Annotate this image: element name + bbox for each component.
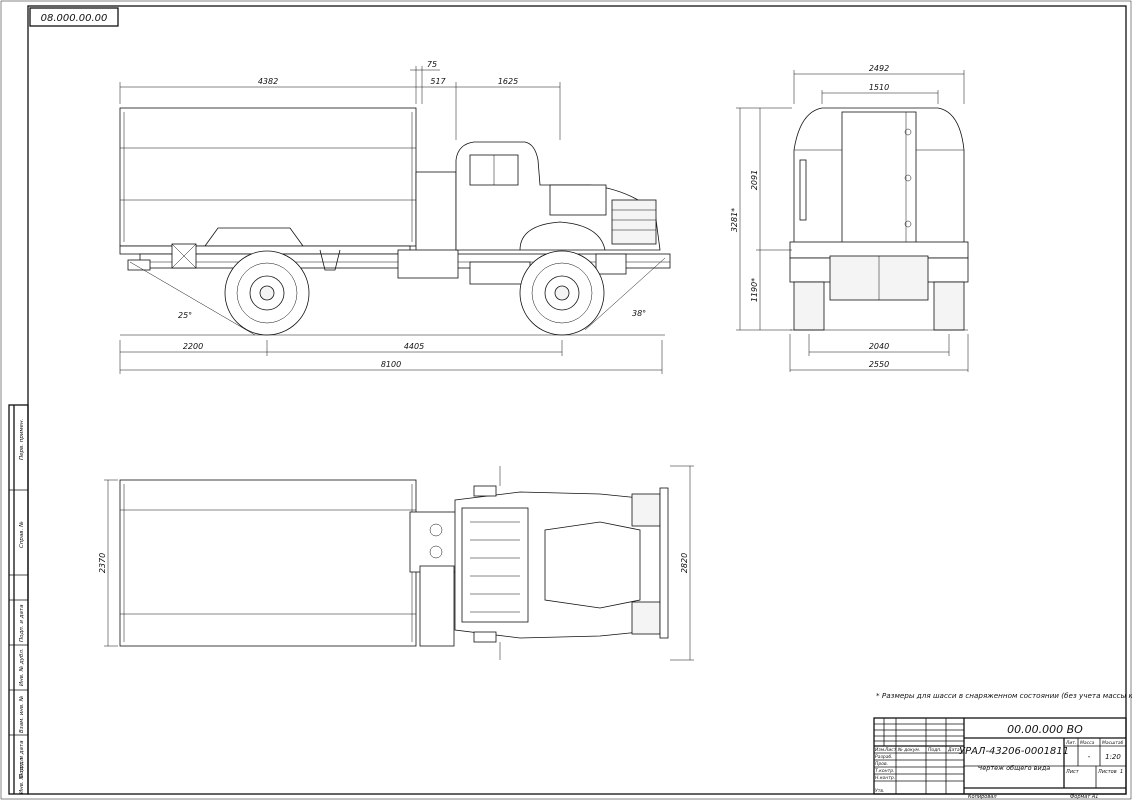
strip-perv-primen: Перв. примен. [19,418,25,460]
hdr-list: Лист [884,747,897,753]
dim-width-2820: 2820 [680,553,689,573]
role-razrab: Разраб. [875,754,893,760]
angle-rear: 25° [178,311,192,320]
dim-total-length: 8100 [381,360,401,369]
sheet-label: Лист [1065,769,1080,775]
col-lit: Лит. [1065,740,1076,746]
dim-cab-1625: 1625 [498,77,518,86]
strip-inv-dubl: Инв. № дубл. [19,648,25,686]
mass-value: - [1088,753,1091,761]
sheets-label: Листов [1097,769,1117,775]
side-strip: Перв. примен. Справ. № Подп. и дата Инв.… [8,404,29,795]
dim-gap-517: 517 [430,77,446,86]
dim-width-1510: 1510 [869,83,889,92]
col-mass: Масса [1080,740,1095,746]
col-scale: Масштаб [1102,740,1124,746]
role-tkontr: Т.контр. [875,768,895,774]
role-nkontr: Н.контр. [875,775,895,781]
dim-gap-75: 75 [427,60,437,69]
dim-wheelbase: 4405 [404,342,424,351]
sheets-value: 1 [1120,769,1123,775]
doc-title: Чертеж общего вида [978,764,1050,772]
strip-sprav-no: Справ. № [19,521,25,548]
dim-rear-overhang: 2200 [183,342,203,351]
angle-front: 38° [632,309,646,318]
strip-inv-podl: Инв. № подл. [19,756,25,794]
scale-value: 1:20 [1105,753,1121,761]
dim-height-total: 3281* [730,208,739,232]
copied-label: Копировал [968,794,997,800]
hdr-date: Дата [947,747,960,753]
dim-width-top: 2492 [869,64,889,73]
dim-width-2370: 2370 [98,553,107,573]
strip-vzam-inv: Взам. инв. № [19,695,25,733]
drawing-note: * Размеры для шасси в снаряженном состоя… [876,691,1132,700]
side-view: 25° 38° 4382 75 517 1625 2200 4405 8100 [119,60,671,374]
format-label: Формат А1 [1070,794,1098,800]
role-prov: Пров. [875,761,888,767]
inner-frame [27,5,1127,795]
code-box-text: 08.000.00.00 [41,13,108,24]
strip-podp-data-2: Подп. и дата [19,740,25,778]
dim-body-length: 4382 [258,77,278,86]
hdr-sign: Подп. [928,747,942,753]
role-utv: Утв. [875,788,884,794]
front-view: 2492 1510 3281* 2091 1190* 2040 2550 [730,64,969,372]
dim-height-frame: 1190* [750,278,759,302]
title-block: Изм. Лист № докум. Подп. Дата Разраб. Пр… [873,717,1127,800]
hdr-izm: Изм. [875,747,886,753]
dim-track: 2040 [869,342,889,351]
top-view: 2370 2820 [98,465,694,661]
dim-width-total: 2550 [869,360,889,369]
designation: 00.00.000 ВО [1007,723,1083,736]
dim-height-body: 2091 [750,170,759,190]
strip-podp-data-1: Подп. и дата [19,604,25,642]
product-name: УРАЛ-43206-0001811 [959,746,1069,757]
hdr-doc: № докум. [897,747,920,753]
code-box [29,7,119,27]
